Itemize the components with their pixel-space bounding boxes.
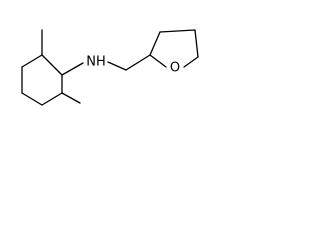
bond-c5-o-thf: [183, 56, 199, 68]
cyclohexane-ring: [21, 54, 63, 106]
bond-ch2-c2thf: [125, 54, 151, 71]
bond-o-c2-thf: [149, 54, 167, 68]
bond-n-ch2: [107, 61, 127, 71]
bond-c1-c2: [41, 54, 63, 76]
structure-diagram: NH O: [21, 29, 199, 106]
bond-c1-n: [61, 62, 84, 76]
bond-c4-c5: [21, 92, 43, 106]
bond-c2-c3: [21, 54, 43, 68]
bond-c3-c4-thf: [159, 29, 196, 33]
ring-oxygen-label: O: [170, 61, 180, 76]
amine-nitrogen-label: NH: [86, 55, 106, 70]
bond-methyl-bottom: [61, 92, 81, 104]
bond-c4-c5-thf: [194, 29, 199, 58]
bond-c2-c3-thf: [149, 31, 161, 56]
tetrahydrofuran-ring: [149, 29, 199, 68]
bond-c5-c6: [41, 92, 63, 106]
molecule-canvas: NH O: [0, 0, 244, 135]
